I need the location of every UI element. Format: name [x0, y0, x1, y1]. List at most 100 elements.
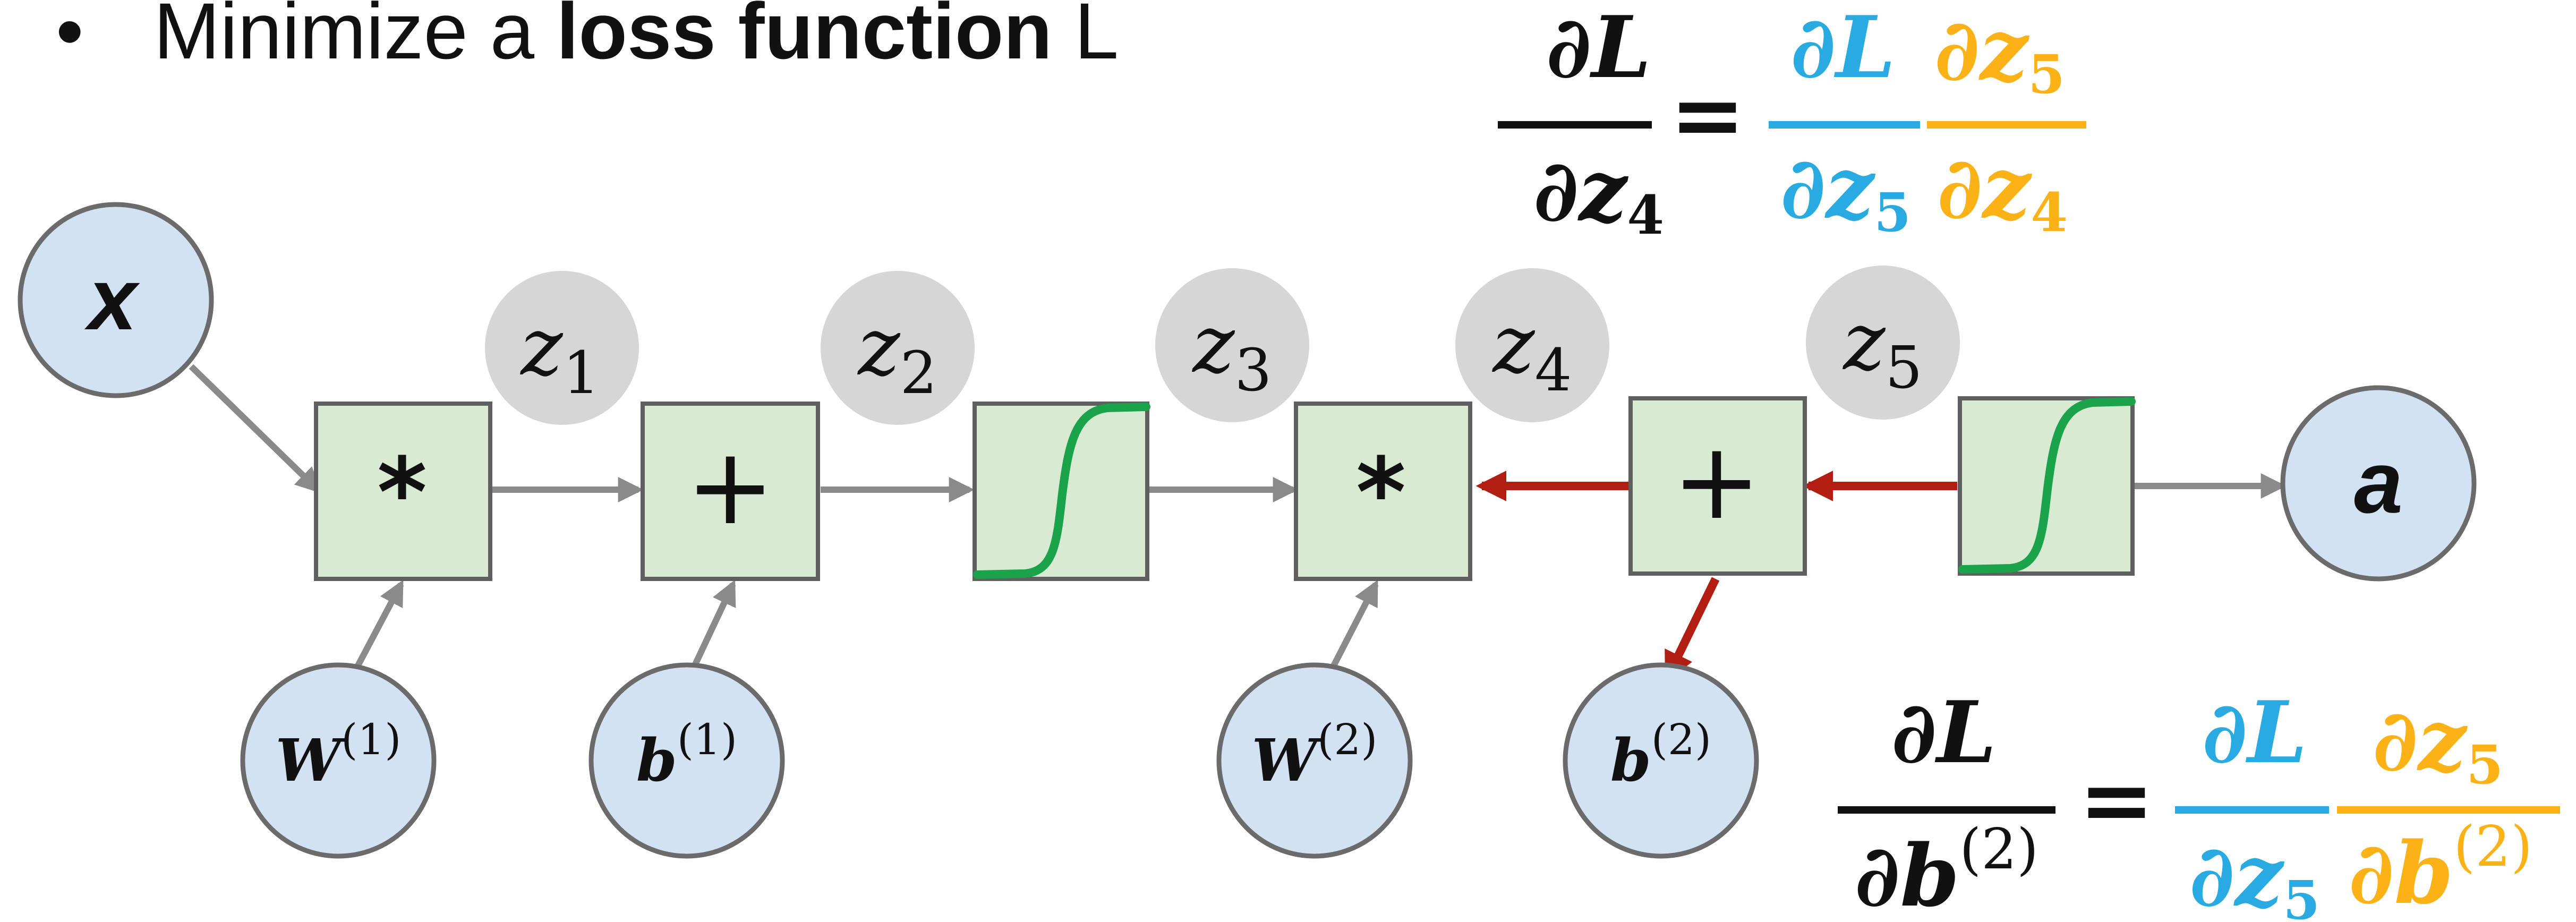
eq1-r2-fraction-bar	[1927, 121, 2086, 129]
eq2-r1-fraction-bar	[2175, 806, 2329, 814]
eq2-r2-num-var: z	[2417, 690, 2468, 790]
b2-sup: (2)	[1651, 715, 1711, 764]
svg-text:z5: z5	[1842, 296, 1922, 402]
eq1-r2-num-sub: 5	[2028, 43, 2065, 106]
svg-text:∂z5: ∂z5	[2373, 690, 2503, 796]
w2-base: W	[1252, 726, 1323, 795]
eq1-r1-den-sub: 5	[1874, 181, 1911, 244]
z5-node: z5	[1806, 266, 1960, 420]
eq1-lhs-den-var: z	[1577, 141, 1629, 241]
svg-text:W(1): W(1)	[276, 715, 402, 795]
svg-text:b(1): b(1)	[636, 715, 737, 795]
z4-sub: 4	[1535, 336, 1572, 404]
eq1-lhs-den-sub: 4	[1627, 184, 1664, 246]
z2-base: z	[857, 301, 900, 394]
z2-node: z2	[821, 271, 975, 425]
param-node-b2: b(2)	[1563, 662, 1759, 859]
z1-base: z	[519, 301, 563, 394]
z1-node: z1	[485, 271, 639, 425]
eq2-lhs-den-d: ∂	[1855, 826, 1900, 922]
param-node-w1: W(1)	[240, 662, 437, 859]
z1-sub: 1	[563, 339, 600, 407]
op-add-2-symbol: +	[1672, 420, 1761, 543]
input-node-label: x	[84, 250, 140, 348]
bullet-emphasis: loss function	[557, 0, 1052, 75]
eq2-equals: =	[2079, 747, 2154, 853]
z3-node: z3	[1155, 268, 1309, 422]
eq1-r2-num-d: ∂	[1934, 0, 1980, 100]
z3-base: z	[1191, 298, 1235, 391]
eq2-lhs-den-sup: (2)	[1959, 817, 2038, 882]
bullet-marker: •	[56, 0, 84, 75]
arrow-w2-to-mul2	[1327, 579, 1379, 673]
output-node-a: a	[2280, 385, 2477, 582]
z2-sub: 2	[900, 339, 937, 407]
equation-dL-db2: ∂L ∂b(2) = ∂L ∂z5 ∂z5 ∂b(2)	[1838, 682, 2560, 922]
op-mul-1-symbol: *	[377, 438, 427, 549]
equation-dL-dz4: ∂L ∂z4 = ∂L ∂z5 ∂z5 ∂z4	[1498, 0, 2086, 246]
svg-text:z3: z3	[1191, 298, 1272, 404]
eq1-r1-numerator: ∂L	[1790, 0, 1896, 97]
eq1-lhs-fraction-bar	[1498, 121, 1652, 129]
eq2-r2-den-d: ∂	[2349, 823, 2394, 922]
svg-text:∂z5: ∂z5	[1934, 0, 2065, 106]
eq1-r2-den-var: z	[1981, 138, 2033, 238]
eq1-r1-den-var: z	[1824, 138, 1876, 238]
eq2-r2-num-d: ∂	[2373, 690, 2418, 790]
eq1-equals: =	[1670, 62, 1745, 168]
svg-text:∂z4: ∂z4	[1533, 141, 1664, 246]
b2-base: b	[1610, 726, 1651, 795]
eq1-r1-den-d: ∂	[1780, 138, 1826, 238]
eq1-r2-den-d: ∂	[1937, 138, 1982, 238]
eq2-lhs-numerator: ∂L	[1891, 682, 1997, 782]
arrow-w1-to-mul1	[350, 579, 404, 676]
op-mul-1: *	[314, 402, 492, 581]
z3-sub: 3	[1235, 336, 1272, 404]
z5-base: z	[1842, 296, 1886, 388]
bullet-suffix: L	[1074, 0, 1119, 75]
arrow-x-to-mul1	[189, 364, 321, 493]
eq2-r1-den-var: z	[2233, 826, 2285, 922]
eq2-lhs-den-var: b	[1900, 826, 1959, 922]
param-node-b1: b(1)	[588, 662, 785, 859]
eq2-r1-numerator: ∂L	[2202, 682, 2307, 782]
arrow-b1-to-add1	[687, 579, 736, 676]
eq2-r1-den-sub: 5	[2283, 869, 2320, 922]
eq1-r2-num-var: z	[1978, 0, 2030, 100]
svg-text:W(2): W(2)	[1252, 715, 1378, 795]
z4-base: z	[1491, 298, 1535, 391]
param-node-w2: W(2)	[1216, 662, 1413, 859]
eq2-r2-den-sup: (2)	[2453, 814, 2532, 879]
eq1-lhs-den-d: ∂	[1533, 141, 1579, 241]
svg-text:∂z5: ∂z5	[2189, 826, 2320, 922]
svg-text:∂z4: ∂z4	[1937, 138, 2068, 244]
arrow-back-add2-to-b2	[1664, 577, 1720, 683]
bullet-prefix: Minimize a	[153, 0, 557, 75]
w1-base: W	[276, 726, 346, 795]
op-add-2: +	[1628, 396, 1807, 576]
eq2-lhs-fraction-bar	[1838, 806, 2055, 814]
input-node-x: x	[18, 202, 214, 398]
svg-text:z1: z1	[519, 301, 600, 407]
sigmoid-curve-icon	[1958, 397, 2136, 574]
w2-sup: (2)	[1317, 715, 1377, 764]
eq2-r2-fraction-bar	[2337, 806, 2560, 814]
z4-node: z4	[1455, 268, 1609, 422]
eq2-r1-den-d: ∂	[2189, 826, 2234, 922]
sigmoid-curve-icon	[973, 403, 1150, 579]
z5-sub: 5	[1886, 334, 1923, 402]
w1-sup: (1)	[341, 715, 401, 764]
b1-base: b	[636, 726, 677, 795]
bullet-text: • Minimize a loss function L	[56, 0, 1119, 75]
forward-arrows	[189, 364, 2287, 676]
svg-text:b(2): b(2)	[1610, 715, 1711, 795]
op-sigmoid-1	[973, 402, 1150, 581]
eq1-r2-den-sub: 4	[2031, 181, 2068, 244]
op-sigmoid-2	[1958, 396, 2136, 576]
eq1-lhs-numerator: ∂L	[1546, 0, 1651, 97]
eq2-r2-num-sub: 5	[2466, 733, 2503, 796]
b1-sup: (1)	[677, 715, 737, 764]
op-add-1: +	[641, 402, 820, 581]
svg-text:∂b(2): ∂b(2)	[2349, 814, 2532, 922]
